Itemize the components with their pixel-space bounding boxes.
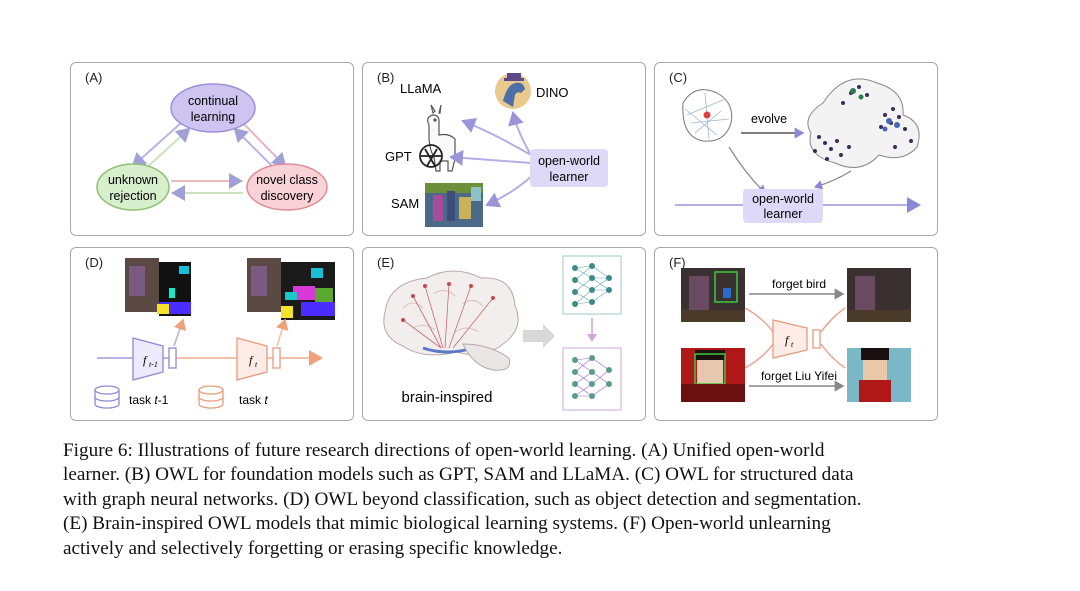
gpt-label: GPT — [385, 149, 412, 164]
panel-b: (B) LLaMA DINO GPT — [362, 62, 646, 236]
neural-network-top-icon — [562, 255, 622, 315]
person-source-image — [681, 348, 745, 402]
panel-c-diagram: evolve open-world learner — [675, 78, 921, 223]
learner-line1: open-world — [538, 154, 600, 168]
panel-a: (A) continual learning unknown rejection… — [70, 62, 354, 236]
sam-image — [425, 183, 483, 227]
large-graph — [807, 78, 920, 168]
panel-c-label: (C) — [669, 70, 688, 85]
caption-line: Figure 6: Illustrations of future resear… — [63, 440, 825, 461]
forget-person-label: forget Liu Yifei — [761, 369, 837, 383]
unlearn-model-sub: t — [791, 340, 794, 349]
figure-caption: Figure 6: Illustrations of future resear… — [63, 439, 1023, 561]
learner-line1: open-world — [752, 192, 814, 206]
panel-d-diagram: f t-1 f t task t-1 task t — [94, 258, 335, 409]
segmentation-image-cur — [247, 258, 335, 320]
transform-arrow-icon — [523, 324, 555, 348]
model-prev-sub: t-1 — [149, 360, 158, 369]
bird-source-image — [681, 268, 745, 322]
panel-d-label: (D) — [85, 255, 104, 270]
database-prev-icon — [94, 385, 120, 409]
task-prev-label: task t-1 — [129, 393, 169, 407]
neural-network-bottom-icon — [562, 347, 622, 411]
cycle-arrows — [131, 122, 287, 201]
novel-line2: discovery — [261, 189, 315, 203]
unknown-line2: rejection — [109, 189, 156, 203]
person-output-image — [847, 348, 911, 402]
continual-line2: learning — [191, 110, 236, 124]
unlearn-model-icon — [772, 319, 808, 359]
panel-e: (E) brain-inspired — [362, 247, 646, 421]
learner-line2: learner — [764, 207, 803, 221]
panel-a-label: (A) — [85, 70, 103, 85]
bird-output-image — [847, 268, 911, 322]
learner-line2: learner — [550, 170, 589, 184]
caption-line: with graph neural networks. (D) OWL beyo… — [63, 488, 862, 510]
small-graph — [682, 89, 733, 142]
llama-label: LLaMA — [400, 81, 442, 96]
unknown-line1: unknown — [108, 173, 158, 187]
panel-c: (C) evolve — [654, 62, 938, 236]
brain-inspired-label: brain-inspired — [402, 389, 493, 406]
model-prev-icon — [132, 337, 164, 381]
segmentation-image-prev — [125, 258, 191, 316]
forget-bird-label: forget bird — [772, 277, 826, 291]
open-world-learner-box — [743, 189, 823, 223]
panel-a-diagram: continual learning unknown rejection nov… — [96, 83, 328, 211]
evolve-label: evolve — [751, 112, 787, 126]
panel-f: (F) forget bird f t — [654, 247, 938, 421]
model-cur-label: f — [249, 353, 254, 367]
model-cur-icon — [236, 337, 268, 381]
model-cur-sub: t — [255, 360, 258, 369]
dino-icon — [495, 73, 531, 109]
panel-b-label: (B) — [377, 70, 395, 85]
learner-arrows — [449, 111, 534, 208]
continual-learning-node — [170, 83, 256, 133]
caption-line: learner. (B) OWL for foundation models s… — [63, 464, 854, 486]
panel-b-diagram: LLaMA DINO GPT SAM — [385, 73, 608, 227]
sam-label: SAM — [391, 196, 419, 211]
panel-d: (D) — [70, 247, 354, 421]
dino-label: DINO — [536, 85, 569, 100]
unknown-rejection-node — [96, 163, 170, 211]
panel-e-diagram: brain-inspired — [383, 255, 622, 411]
database-cur-icon — [198, 385, 224, 409]
caption-line: (E) Brain-inspired OWL models that mimic… — [63, 513, 831, 535]
task-cur-label: task t — [239, 393, 268, 407]
panel-f-label: (F) — [669, 255, 686, 270]
novel-class-node — [246, 163, 328, 211]
caption-line: actively and selectively forgetting or e… — [63, 537, 563, 559]
panel-e-label: (E) — [377, 255, 395, 270]
unlearn-model-label: f — [785, 333, 790, 347]
novel-line1: novel class — [256, 173, 318, 187]
brain-icon — [383, 270, 519, 371]
open-world-learner-box — [530, 149, 608, 187]
gpt-icon — [419, 144, 443, 168]
continual-line1: continual — [188, 94, 238, 108]
panel-f-diagram: forget bird f t forget Liu Yifei — [681, 268, 911, 402]
llama-icon — [427, 104, 456, 172]
model-prev-label: f — [143, 353, 148, 367]
